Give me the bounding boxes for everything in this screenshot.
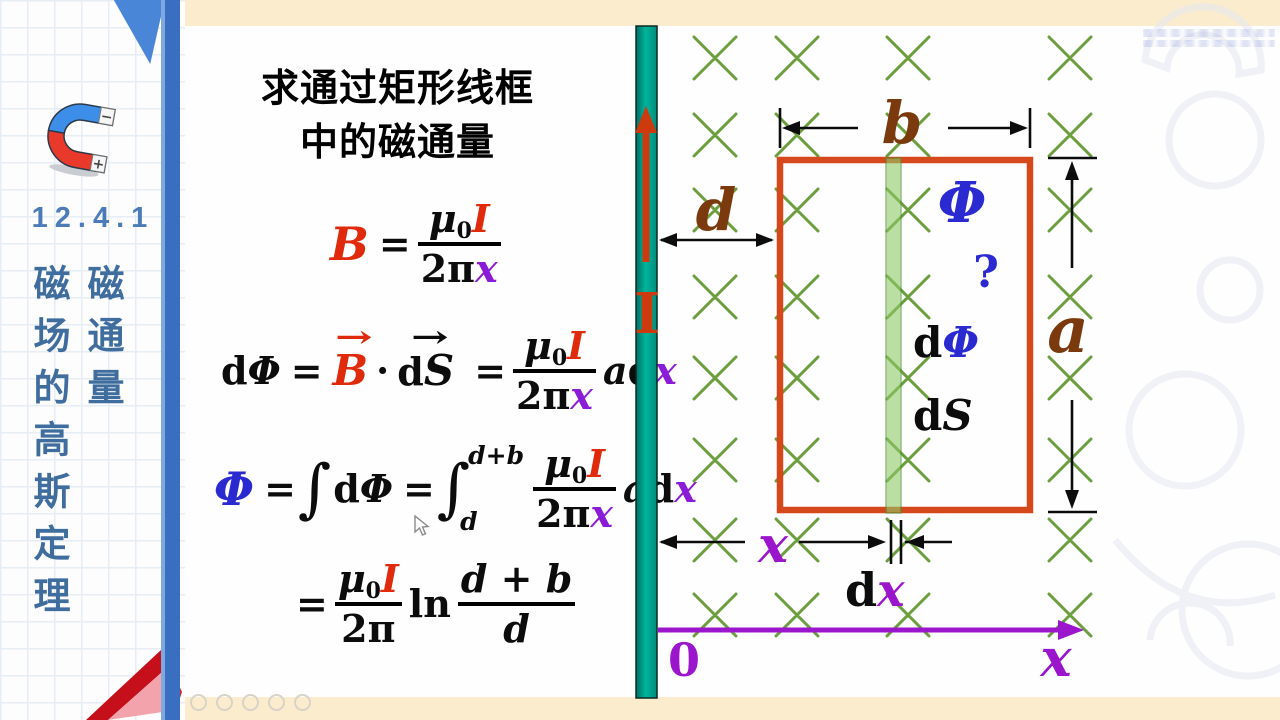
page-title: 求通过矩形线框 中的磁通量 [230, 62, 565, 170]
vector-dS: → dS [397, 322, 455, 395]
magnet-pole-south [89, 153, 108, 174]
dot-product: · [376, 347, 390, 393]
subscript-0: 0 [551, 345, 568, 371]
progress-dots [190, 694, 311, 711]
progress-dot [294, 694, 311, 711]
var-x: x [654, 347, 677, 393]
var-Phi: Φ [247, 347, 281, 393]
var-x: x [475, 245, 498, 291]
magnet-shadow [49, 164, 99, 177]
var-mu: μ [524, 323, 552, 368]
var-mu: μ [544, 441, 572, 487]
integral-limits: d+b d [460, 441, 525, 535]
const-2pi: 2π [516, 372, 571, 418]
integral-sign: ∫ [436, 451, 471, 526]
subscript-0: 0 [571, 463, 588, 490]
magnet-icon: − + [47, 103, 116, 177]
equals: = [264, 466, 296, 512]
op-d: d [647, 466, 675, 512]
upper-limit: d+b [468, 441, 525, 470]
mouse-cursor [414, 515, 430, 536]
const-2pi: 2π [536, 490, 591, 536]
equals: = [296, 580, 328, 626]
section-number: 12.4.1 [31, 202, 155, 234]
var-I: I [587, 441, 605, 487]
progress-dot [216, 694, 233, 711]
fraction-bar [417, 242, 501, 246]
var-x: x [590, 490, 613, 536]
vector-arrow-icon: → [411, 319, 449, 355]
const-2pi: 2π [341, 605, 396, 651]
magnet-pole-minus-label: − [99, 108, 113, 126]
var-a: a [622, 466, 648, 512]
var-mu: μ [428, 196, 457, 241]
equals: = [378, 220, 411, 266]
equals: = [290, 347, 323, 393]
lower-limit: d [460, 506, 478, 536]
fraction-bar [533, 487, 616, 491]
fraction-bar [513, 369, 596, 373]
title-line-1: 求通过矩形线框 [260, 68, 534, 110]
var-d: d [503, 605, 530, 651]
sidebar-accent-bar [161, 0, 180, 720]
var-B: B [330, 216, 369, 271]
var-Phi-total: Φ [214, 461, 255, 516]
progress-dot [242, 694, 259, 711]
vector-B: → B [332, 322, 373, 395]
vector-arrow-icon: → [334, 319, 373, 355]
magnet-pole-plus-label: + [91, 156, 105, 174]
op-d: d [627, 347, 655, 393]
fraction-bar [457, 602, 576, 606]
sidebar-title-flux: 磁通量 [82, 264, 123, 420]
fraction-dpb-d: d + b d [457, 556, 576, 651]
var-x: x [674, 466, 697, 512]
var-B: B [332, 345, 369, 395]
subscript-0: 0 [456, 218, 472, 244]
watermark [1143, 25, 1275, 53]
magnet-pole-north [97, 106, 116, 127]
expr-d-plus-b: d + b [460, 556, 573, 601]
progress-dot [268, 694, 285, 711]
decorative-triangle [113, 0, 165, 64]
equals: = [474, 347, 507, 393]
var-S: S [423, 345, 455, 395]
var-I: I [567, 323, 585, 368]
var-a: a [602, 347, 628, 393]
var-mu: μ [337, 556, 366, 601]
op-d: d [333, 466, 360, 512]
var-Phi: Φ [359, 466, 393, 512]
op-d: d [221, 347, 248, 393]
const-2pi: 2π [420, 245, 475, 291]
op-d: d [397, 348, 424, 394]
subscript-0: 0 [365, 578, 381, 604]
fraction-bar [334, 602, 402, 606]
top-border-strip [185, 0, 1280, 26]
var-I: I [380, 556, 399, 601]
integral-sign: ∫ [297, 451, 332, 526]
sidebar: − + 12.4.1 磁通量 磁场的高斯定理 [0, 0, 185, 720]
bottom-border-strip [185, 697, 1280, 720]
var-x: x [570, 372, 593, 418]
equals: = [402, 466, 435, 512]
title-line-2: 中的磁通量 [299, 122, 495, 164]
op-ln: ln [408, 580, 451, 626]
progress-dot [190, 694, 207, 711]
var-I: I [471, 196, 490, 241]
sidebar-title-gauss: 磁场的高斯定理 [28, 264, 69, 628]
